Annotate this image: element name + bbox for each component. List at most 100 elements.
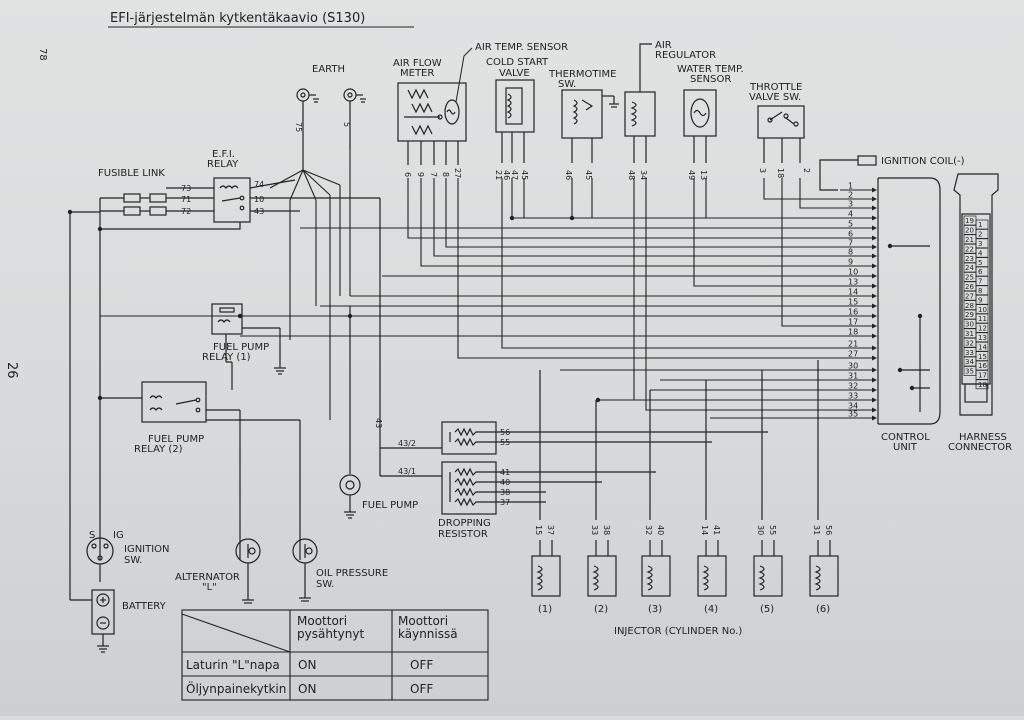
harness-pin: 2: [978, 231, 982, 239]
harness-pin: 1: [978, 221, 982, 229]
ignition-sw-label: IGNITION: [124, 544, 170, 555]
injector-wire-num: 32: [644, 525, 653, 535]
harness-pin: 13: [978, 334, 987, 342]
harness-pin: 27: [965, 292, 974, 300]
csv-wire-numbers: 21 46 47 45: [494, 170, 529, 180]
fusible-link: [69, 187, 214, 600]
ignition-coil-label: IGNITION COIL(-): [881, 156, 965, 167]
ignition-switch: [86, 537, 114, 582]
efi-relay: [100, 177, 381, 420]
fuel-pump-relay-1-label: FUEL PUMP: [213, 342, 269, 353]
injector-wire-num: 55: [768, 525, 777, 535]
control-unit-pin-label: 1: [848, 182, 853, 191]
control-unit-pin-label: 15: [848, 298, 858, 307]
control-unit-pin-label: 16: [848, 308, 858, 317]
fuel-pump-relay-1: [211, 303, 286, 390]
wire-num: 3: [758, 168, 767, 173]
harness-pin: 30: [965, 321, 974, 329]
wire-num: 48: [627, 170, 636, 180]
harness-pin: 26: [965, 283, 974, 291]
svg-text:41: 41: [500, 468, 510, 477]
injector-wire-num: 15: [534, 525, 543, 535]
fuel-pump-relay-2-label-2: RELAY (2): [134, 444, 183, 455]
control-unit-pin-label: 27: [848, 350, 858, 359]
svg-text:7: 7: [429, 172, 438, 177]
injector-wire-num: 30: [756, 525, 765, 535]
wire-num: 43/1: [398, 467, 416, 476]
fuel-pump-label: FUEL PUMP: [362, 500, 418, 511]
harness-pin: 18: [978, 381, 987, 389]
svg-text:10: 10: [254, 195, 264, 204]
control-unit-pin-label: 17: [848, 318, 858, 327]
harness-pin: 7: [978, 278, 982, 286]
afm-wire-numbers: 6 9 7 8 27: [403, 168, 462, 178]
thermotime-label-2: SW.: [558, 79, 576, 90]
alternator-label: ALTERNATOR: [175, 572, 240, 583]
svg-text:45: 45: [520, 170, 529, 180]
wire-num: 46: [564, 170, 573, 180]
side-page-number: 78: [37, 48, 48, 61]
harness-pin: 3: [978, 240, 982, 248]
control-unit-pin-label: 5: [848, 220, 853, 229]
fusible-wire-numbers: 73 71 72: [181, 184, 191, 216]
control-unit-label: CONTROL: [881, 432, 930, 443]
svg-text:73: 73: [181, 184, 191, 193]
control-unit-pin-label: 10: [848, 268, 858, 277]
control-unit-label-2: UNIT: [893, 442, 918, 453]
ignition-term-s: S: [89, 530, 95, 541]
alternator: [235, 538, 261, 604]
fuel-pump-relay-2-label: FUEL PUMP: [148, 434, 204, 445]
harness-pin: 31: [965, 330, 974, 338]
control-unit-pin-label: 30: [848, 362, 858, 371]
status-table: [181, 609, 489, 701]
efi-relay-label: E.F.I.: [212, 149, 235, 160]
injector-wire-num: 37: [546, 525, 555, 535]
thermotime-label: THERMOTIME: [548, 69, 616, 80]
svg-text:72: 72: [181, 207, 191, 216]
dropping-resistor-label-2: RESISTOR: [438, 529, 488, 540]
air-temp-sensor-label: AIR TEMP. SENSOR: [475, 42, 568, 53]
table-row-2-stopped: ON: [298, 682, 316, 696]
page-title-text: EFI-järjestelmän kytkentäkaavio (S130): [110, 11, 365, 26]
control-unit-pin-label: 21: [848, 340, 858, 349]
table-row-1-running: OFF: [410, 658, 433, 672]
harness-pin: 32: [965, 339, 974, 347]
earth-label: EARTH: [312, 64, 345, 75]
injector-wire-num: 41: [712, 525, 721, 535]
control-unit-box: [877, 177, 941, 425]
harness-pin: 29: [965, 311, 974, 319]
svg-text:56: 56: [500, 428, 510, 437]
control-unit-pin-label: 9: [848, 258, 853, 267]
water-temp-label-2: SENSOR: [690, 74, 731, 85]
wire-num: 34: [639, 170, 648, 180]
harness-pin: 6: [978, 268, 983, 276]
injector-wire-num: 56: [824, 525, 833, 535]
air-regulator-label-2: REGULATOR: [655, 50, 716, 61]
harness-pin: 22: [965, 245, 974, 253]
svg-text:71: 71: [181, 195, 191, 204]
svg-text:46: 46: [502, 170, 511, 180]
table-row-1-stopped: ON: [298, 658, 316, 672]
harness-pin: 10: [978, 306, 987, 314]
wire-num: 49: [687, 170, 696, 180]
dropping-resistor-label: DROPPING: [438, 518, 491, 529]
wire-num: 75: [294, 122, 303, 132]
harness-pin: 8: [978, 287, 982, 295]
harness-pin: 14: [978, 343, 987, 351]
svg-text:27: 27: [453, 168, 462, 178]
dropping-resistor: [379, 420, 768, 515]
control-unit-pin-label: 34: [848, 402, 858, 411]
harness-pin: 19: [965, 217, 974, 225]
harness-pin: 4: [978, 249, 983, 257]
diagram-title: EFI-järjestelmän kytkentäkaavio (S130): [108, 11, 414, 28]
wire-num: 43/2: [398, 439, 416, 448]
harness-pin: 20: [965, 227, 974, 235]
fuel-pump-relay-2: [100, 381, 301, 560]
harness-pin: 28: [965, 302, 974, 310]
harness-pin: 15: [978, 353, 987, 361]
table-row-1-label: Laturin "L"napa: [186, 658, 280, 672]
